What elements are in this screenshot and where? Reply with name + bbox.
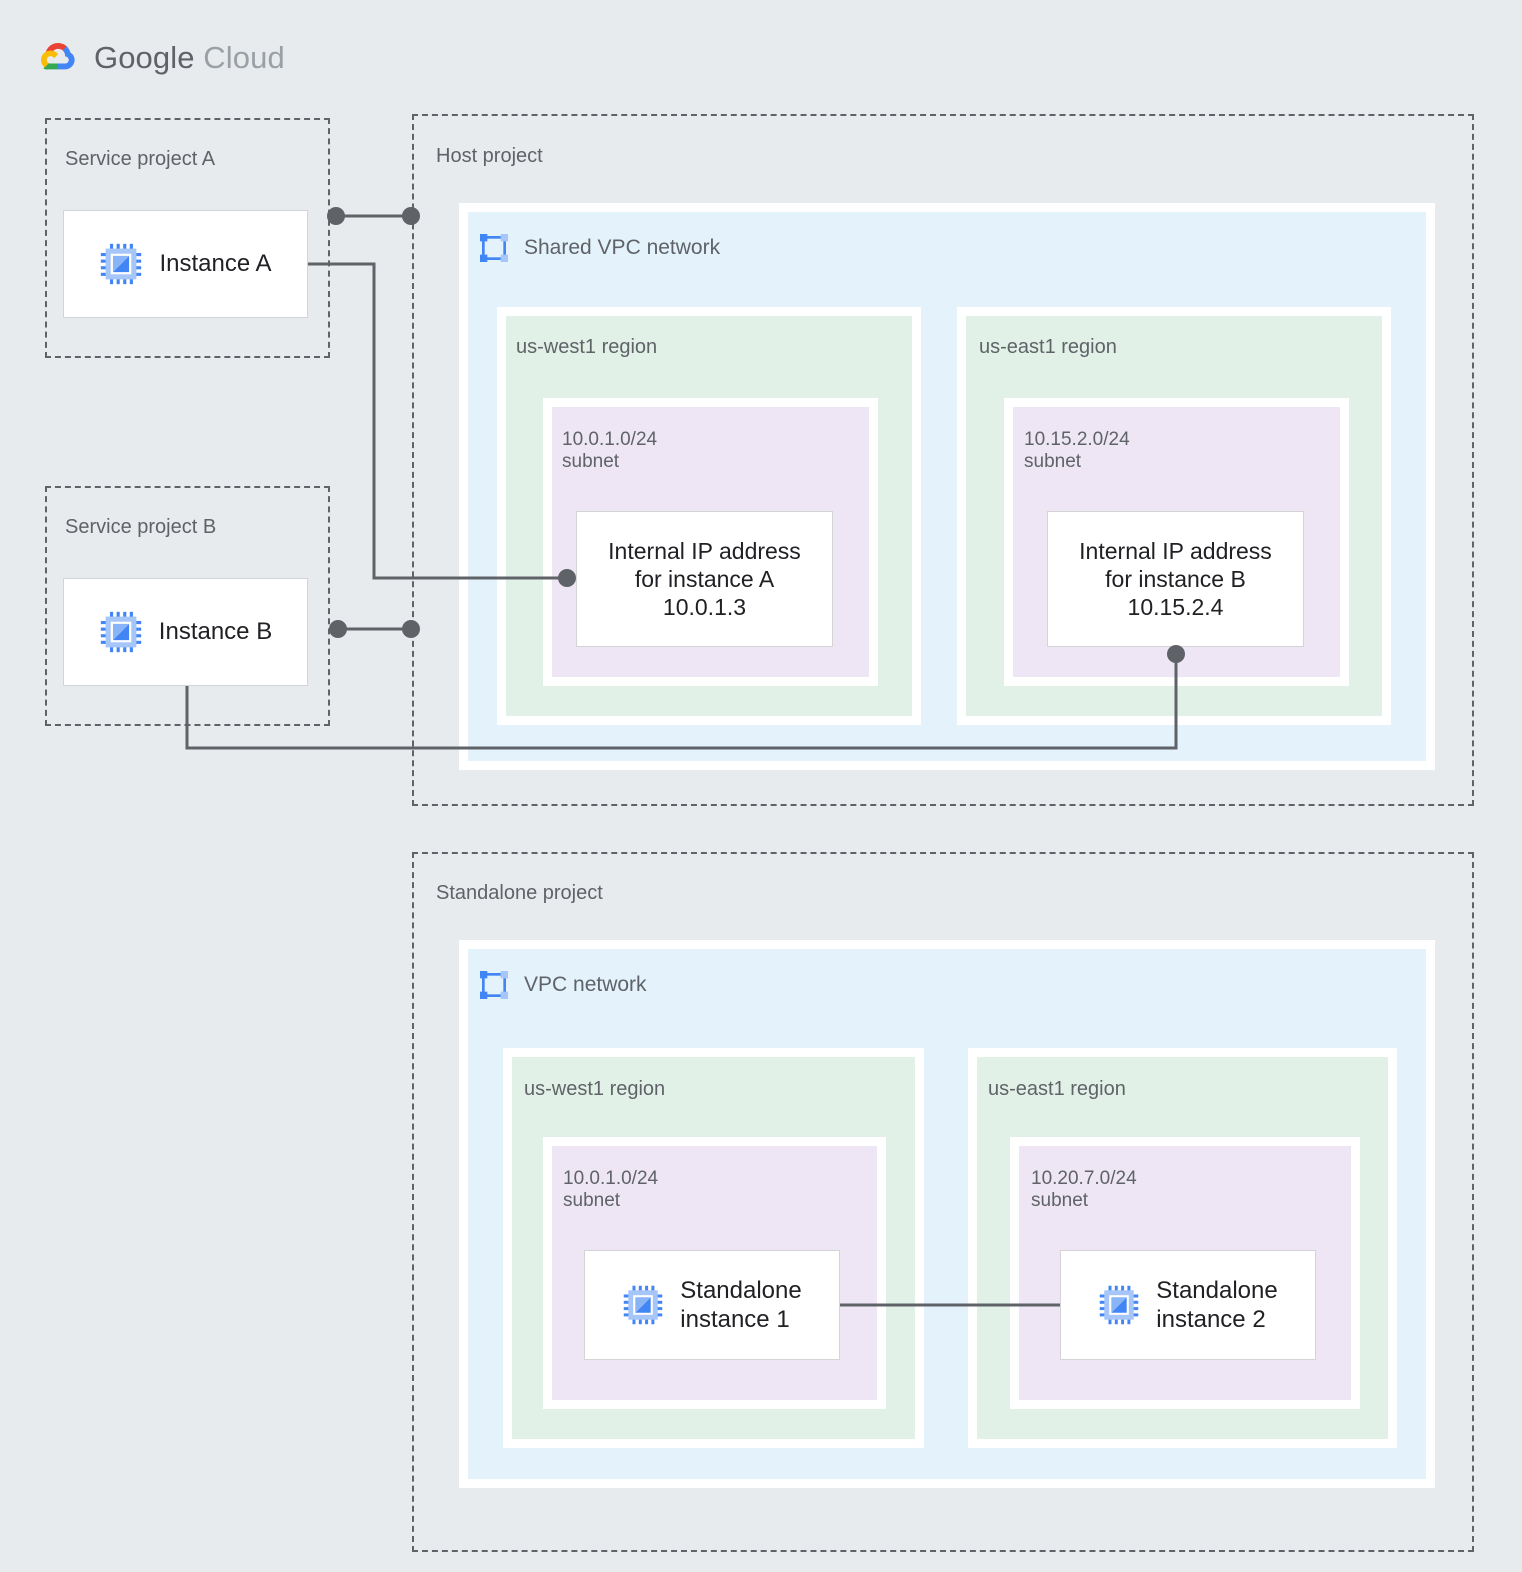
internal-ip-instance-a-card[interactable]: Internal IP address for instance A 10.0.… <box>576 511 833 647</box>
google-cloud-logo-icon <box>36 38 80 78</box>
standalone-subnet-10-0-1-0-label: 10.0.1.0/24 subnet <box>563 1168 659 1212</box>
internal-ip-instance-b-text: Internal IP address for instance B 10.15… <box>1079 537 1272 621</box>
vpc-network-label: VPC network <box>524 973 647 996</box>
cpu-chip-icon <box>1098 1284 1140 1326</box>
brand-name-primary: Google <box>94 40 195 75</box>
standalone-region-us-west1-label: us-west1 region <box>524 1078 666 1100</box>
standalone-project-label: Standalone project <box>436 882 603 904</box>
standalone-instance-1-card[interactable]: Standalone instance 1 <box>584 1250 840 1360</box>
standalone-instance-2-card[interactable]: Standalone instance 2 <box>1060 1250 1316 1360</box>
cpu-chip-icon <box>622 1284 664 1326</box>
host-region-us-east1-label: us-east1 region <box>979 336 1117 358</box>
internal-ip-instance-a-text: Internal IP address for instance A 10.0.… <box>608 537 801 621</box>
service-project-a-container <box>45 118 330 358</box>
standalone-region-us-east1-label: us-east1 region <box>988 1078 1126 1100</box>
instance-b-label: Instance B <box>158 618 273 646</box>
vpc-network-icon <box>478 969 510 1001</box>
standalone-project-container <box>412 852 1474 1552</box>
standalone-instance-1-label: Standalone instance 1 <box>680 1276 802 1333</box>
cpu-chip-icon <box>99 610 143 654</box>
shared-vpc-network-label: Shared VPC network <box>524 236 721 259</box>
service-project-b-label: Service project B <box>65 516 217 538</box>
instance-a-card[interactable]: Instance A <box>63 210 308 318</box>
instance-b-card[interactable]: Instance B <box>63 578 308 686</box>
vpc-network-icon <box>478 232 510 264</box>
host-subnet-10-15-2-0-label: 10.15.2.0/24 subnet <box>1024 429 1130 473</box>
internal-ip-instance-b-card[interactable]: Internal IP address for instance B 10.15… <box>1047 511 1304 647</box>
brand-name-secondary: Cloud <box>203 40 285 75</box>
brand-wordmark: Google Cloud <box>94 40 285 76</box>
host-subnet-10-0-1-0-label: 10.0.1.0/24 subnet <box>562 429 658 473</box>
instance-a-label: Instance A <box>159 250 272 278</box>
standalone-instance-2-label: Standalone instance 2 <box>1156 1276 1278 1333</box>
google-cloud-brand: Google Cloud <box>36 38 285 78</box>
standalone-subnet-10-20-7-0-label: 10.20.7.0/24 subnet <box>1031 1168 1137 1212</box>
shared-vpc-network-header: Shared VPC network <box>478 232 720 264</box>
connector-instance-b-to-host-boundary <box>329 620 420 638</box>
vpc-network-header: VPC network <box>478 969 647 1001</box>
host-region-us-west1-label: us-west1 region <box>516 336 658 358</box>
host-project-label: Host project <box>436 145 543 167</box>
connector-instance-a-to-host-boundary <box>327 207 420 225</box>
service-project-a-label: Service project A <box>65 148 216 170</box>
cpu-chip-icon <box>99 242 143 286</box>
